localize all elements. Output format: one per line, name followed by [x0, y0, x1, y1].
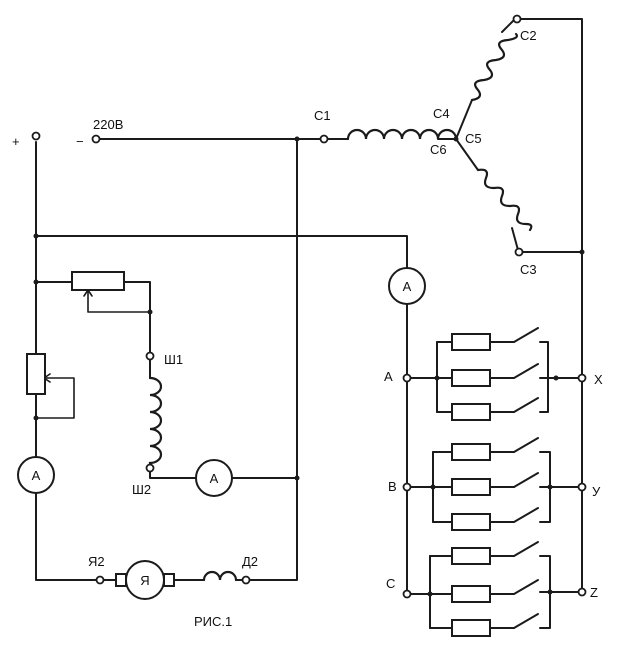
- junction-dots: [33, 136, 585, 481]
- phase-y-label: У: [592, 484, 601, 499]
- ammeter-field: А: [195, 459, 233, 497]
- supply-plus-label: +: [12, 134, 20, 149]
- armature-rheostat: [26, 353, 46, 395]
- figure-caption: РИС.1: [194, 614, 232, 629]
- svg-text:Я: Я: [140, 573, 149, 588]
- stator-coil-c5-c2: [470, 32, 519, 102]
- terminals: [31, 14, 587, 599]
- terminal-sh2-label: Ш2: [132, 482, 151, 497]
- field-rheostat: [71, 271, 125, 291]
- svg-text:А: А: [32, 468, 41, 483]
- terminal-ya2-label: Я2: [88, 554, 105, 569]
- load-bank-phase-c: [409, 541, 579, 637]
- svg-text:А: А: [403, 279, 412, 294]
- load-bank-phase-b: [409, 437, 579, 531]
- ammeter-armature: А: [17, 456, 55, 494]
- series-coil-d2: [202, 570, 243, 582]
- terminal-d2-label: Д2: [242, 554, 258, 569]
- labels: + − 220В С1 С2 С3 С4 С5 С6 Ш1 Ш2 Я2 Д2 А…: [12, 28, 603, 629]
- phase-a-label: А: [384, 369, 393, 384]
- ammeter-load: А: [388, 267, 426, 305]
- terminal-c5-label: С5: [465, 131, 482, 146]
- shunt-field-coil: [148, 359, 163, 466]
- load-bank-phase-a: [409, 327, 579, 421]
- terminal-c2-label: С2: [520, 28, 537, 43]
- dc-machine-armature: Я: [115, 560, 175, 600]
- terminal-c1-label: С1: [314, 108, 331, 123]
- phase-z-label: Z: [590, 585, 598, 600]
- supply-minus-label: −: [76, 134, 84, 149]
- supply-voltage-label: 220В: [93, 117, 123, 132]
- stator-coil-c6-c3: [476, 168, 533, 232]
- svg-text:А: А: [210, 471, 219, 486]
- wiring: [35, 18, 583, 595]
- phase-c-label: С: [386, 576, 395, 591]
- terminal-c4-label: С4: [433, 106, 450, 121]
- phase-x-label: Х: [594, 372, 603, 387]
- stator-coil-c1-c4: [346, 128, 458, 141]
- phase-b-label: В: [388, 479, 397, 494]
- stator-coils: [327, 19, 533, 251]
- terminal-c6-label: С6: [430, 142, 447, 157]
- terminal-c3-label: С3: [520, 262, 537, 277]
- terminal-sh1-label: Ш1: [164, 352, 183, 367]
